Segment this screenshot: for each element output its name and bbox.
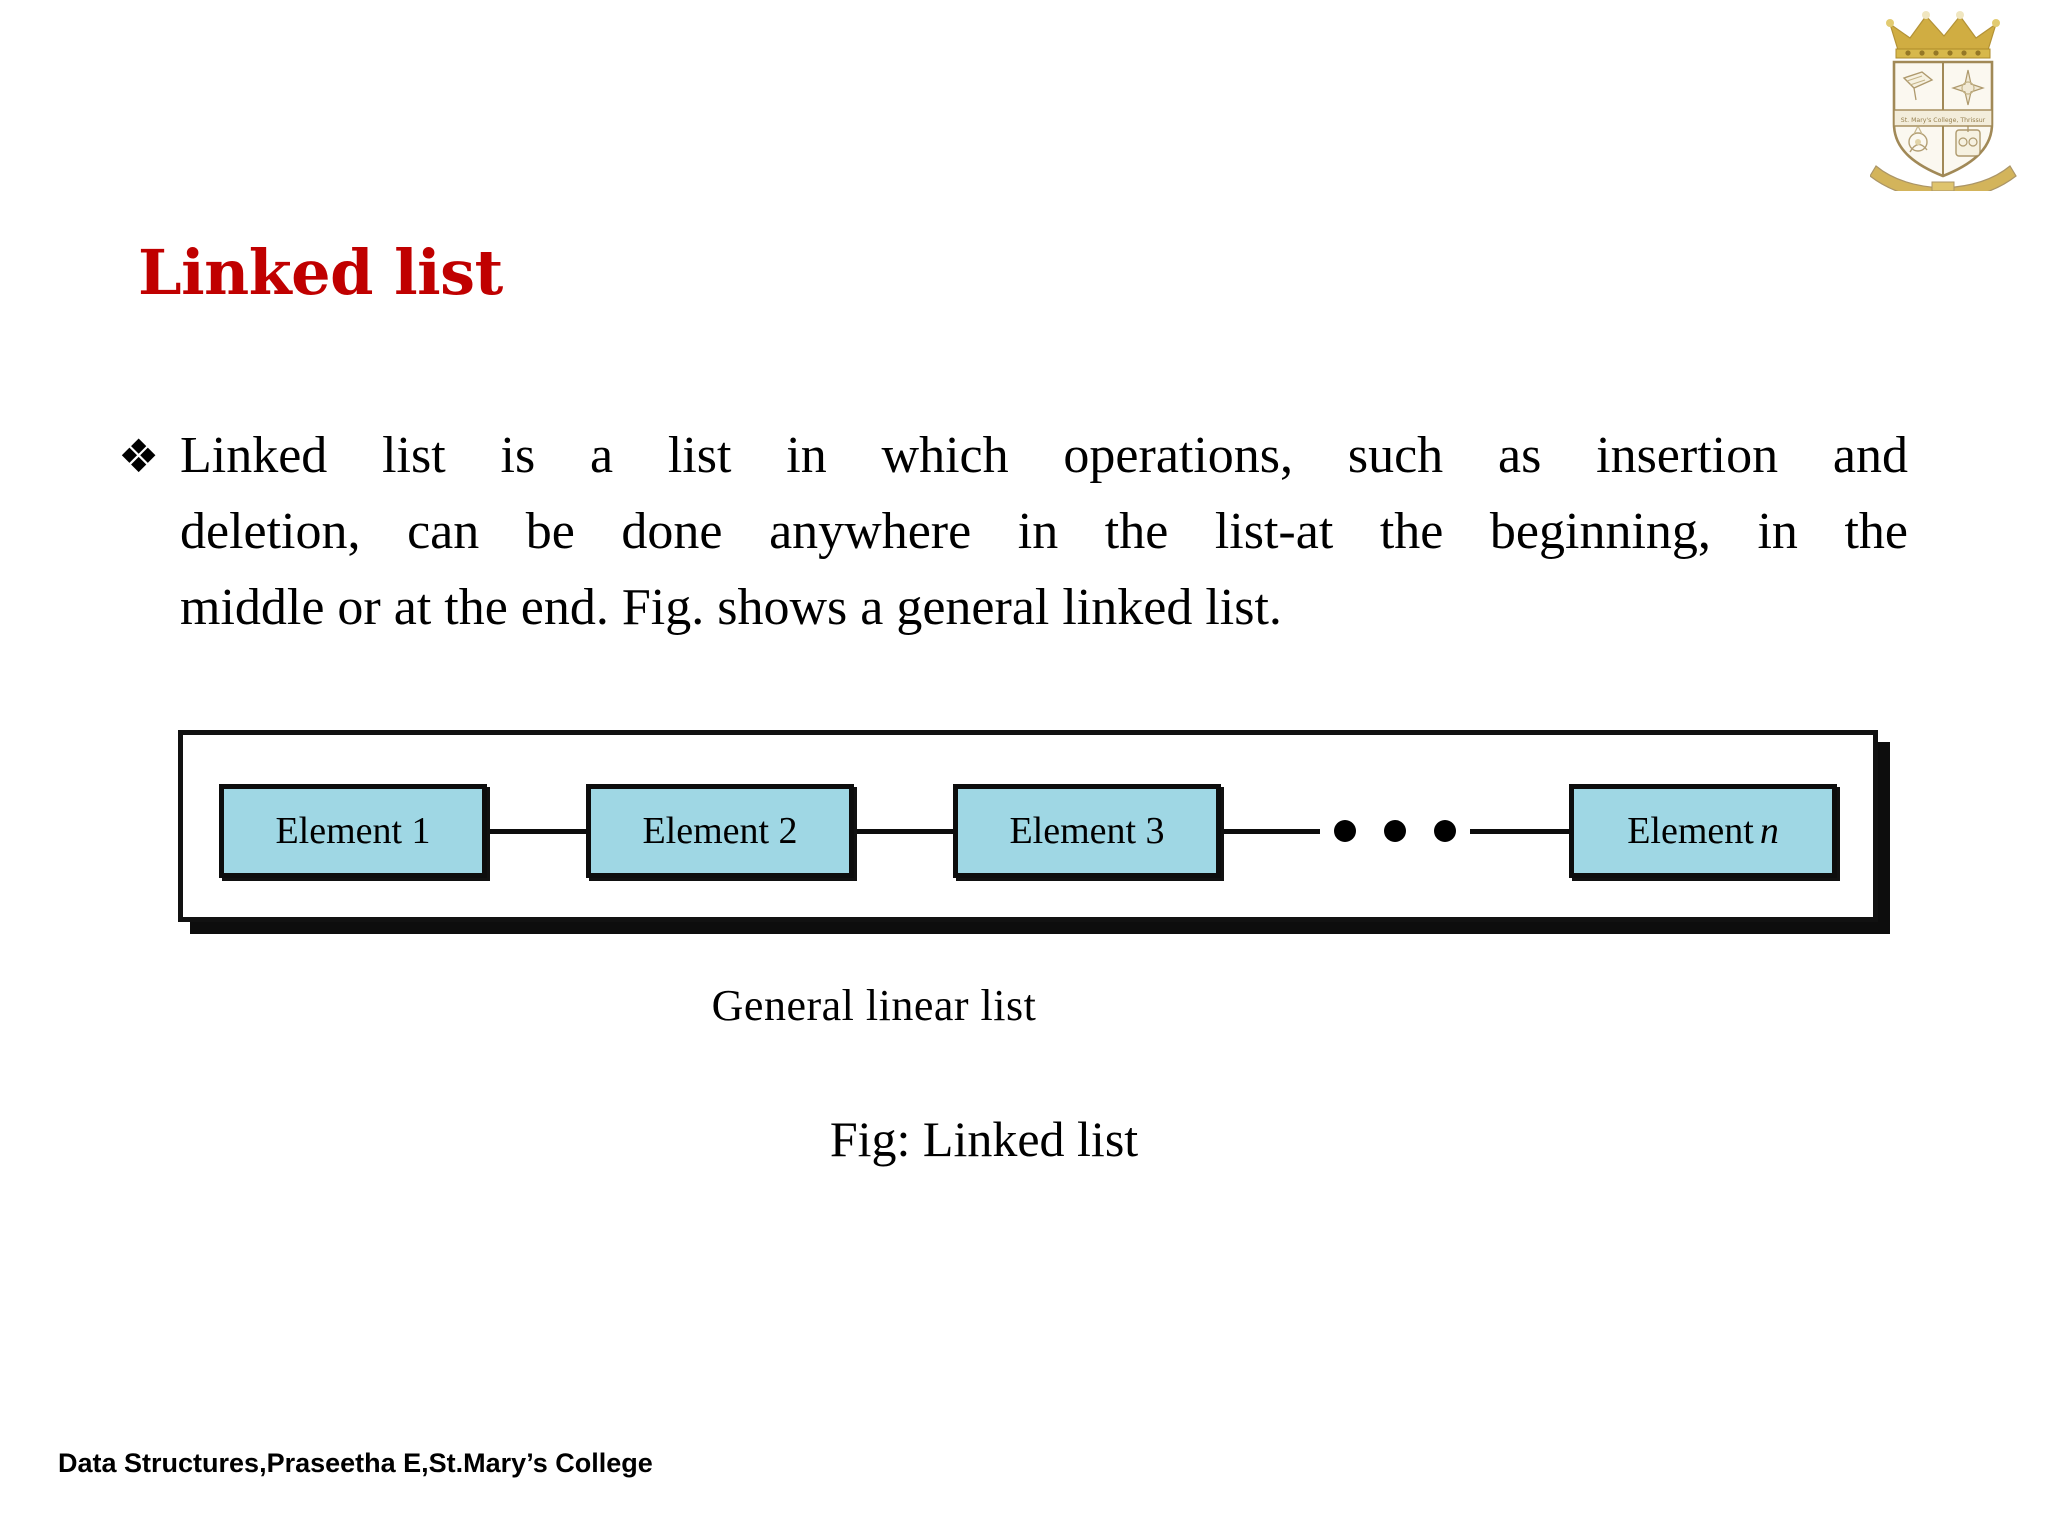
linked-list-figure: Element 1 Element 2 Element 3: [178, 730, 1878, 930]
node-label: Element 2: [642, 810, 798, 852]
bullet-line-2: deletion, can be done anywhere in the li…: [180, 503, 1908, 560]
bullet-line-3: middle or at the end. Fig. shows a gener…: [180, 579, 1282, 636]
figure-frame: Element 1 Element 2 Element 3: [178, 730, 1878, 922]
page-title: Linked list: [138, 236, 503, 309]
ellipsis-dot-3: [1434, 820, 1456, 842]
bullet-paragraph: ❖ Linked list is a list in which operati…: [118, 418, 1908, 646]
node-label: Element 3: [1009, 810, 1165, 852]
college-crest-logo: St. Mary's College, Thrissur: [1870, 11, 2017, 191]
ellipsis-dot-2: [1384, 820, 1406, 842]
ellipsis-dots: [1320, 820, 1470, 842]
ellipsis-dot-1: [1334, 820, 1356, 842]
node-label: Element: [1627, 810, 1754, 852]
node-label: Element 1: [275, 810, 431, 852]
node-link-ellipsis-n: [1470, 828, 1569, 834]
node-link-2-3: [854, 828, 953, 834]
figure-inner-caption: General linear list: [711, 981, 1037, 1030]
figure-caption: Fig: Linked list: [829, 1111, 1139, 1167]
bullet-text: Linked list is a list in which operation…: [180, 418, 1908, 646]
footer-text: Data Structures,Praseetha E,St.Mary’s Co…: [58, 1448, 653, 1478]
list-node-2: Element 2: [586, 784, 854, 878]
node-label-emphasis: n: [1759, 810, 1779, 852]
list-node-1: Element 1: [219, 784, 487, 878]
bullet-line-1: Linked list is a list in which operation…: [180, 427, 1908, 484]
list-node-3: Element 3: [953, 784, 1221, 878]
figure-caption-row: Fig: Linked list: [0, 1110, 2048, 1168]
node-link-3-ellipsis: [1221, 828, 1320, 834]
figure-inner-caption-row: General linear list: [0, 980, 2048, 1031]
svg-text:St. Mary's College, Thrissur: St. Mary's College, Thrissur: [1901, 117, 1986, 124]
node-link-1-2: [487, 828, 586, 834]
diamond-bullet-icon: ❖: [118, 429, 160, 483]
linked-list-chain: Element 1 Element 2 Element 3: [219, 735, 1837, 927]
